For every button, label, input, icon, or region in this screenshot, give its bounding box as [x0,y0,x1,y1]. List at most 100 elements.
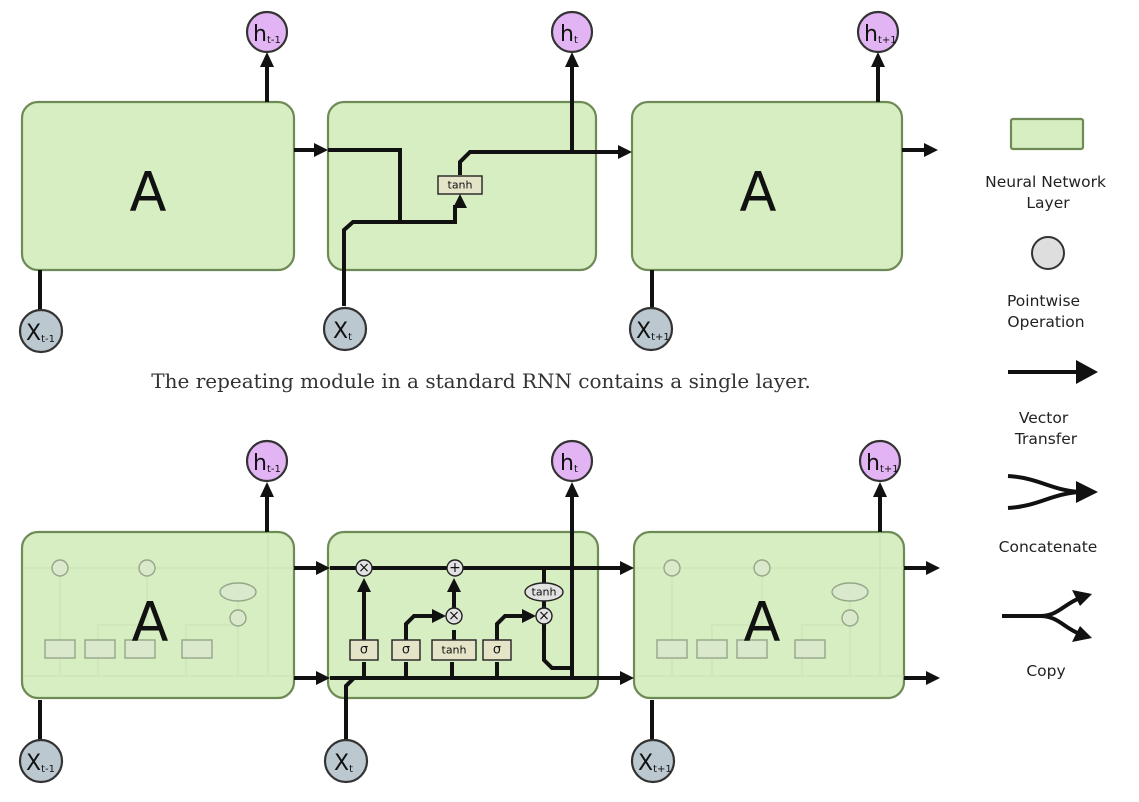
svg-text:ht: ht [560,451,578,476]
svg-text:ht-1: ht-1 [253,22,281,47]
rnn-x-curr-main: X [333,319,348,344]
lstm-x-next-node [630,738,676,784]
lstm-h-prev-sub: t-1 [267,464,281,475]
svg-text:Xt-1: Xt-1 [26,751,55,776]
rnn-x-prev-node [18,308,64,354]
lstm-cell-next [632,530,906,700]
rnn-h-prev-sub: t-1 [267,35,281,46]
rnn-cell-prev [20,100,296,272]
lstm-prev-ghost-internals [24,532,294,677]
lstm-arrowheads [260,482,940,685]
rnn-h-prev-node [245,10,289,54]
lstm-output-gate [482,639,512,661]
legend-layer-line1: Neural Network [985,173,1106,191]
rnn-h-next-sub: t+1 [878,35,897,46]
lstm-h-prev-main: h [253,451,267,476]
svg-text:Xt: Xt [333,319,352,344]
legend: Neural Network Layer Pointwise Operation… [985,117,1111,680]
svg-text:Vector Transfer: Vector Transfer [1014,409,1078,448]
lstm-input-gate [391,639,421,661]
lstm-h-next-node [858,439,902,483]
lstm-h-curr-main: h [560,451,574,476]
lstm-x-prev-node [18,738,64,784]
rnn-cell-next-label: A [740,161,777,224]
lstm-input-multiply-symbol: × [448,608,460,624]
lstm-output-tanh [524,582,564,602]
lstm-next-ghost-internals [636,532,904,677]
rnn-cell-prev-label: A [130,161,167,224]
legend-vector-line2: Transfer [1014,430,1078,448]
lstm-h-prev-node [245,439,289,483]
lstm-forget-gate-label: σ [360,643,368,658]
rnn-h-next-node [856,10,900,54]
lstm-cell-next-label: A [744,591,781,654]
lstm-h-next-sub: t+1 [880,464,899,475]
rnn-x-prev-sub: t-1 [41,334,55,345]
rnn-caption: The repeating module in a standard RNN c… [151,369,810,393]
lstm-x-next-sub: t+1 [653,764,672,775]
lstm-forget-multiply [355,559,373,577]
lstm-cell-add-symbol: + [449,560,461,576]
legend-pointwise-line1: Pointwise [1007,292,1080,310]
lstm-output-multiply [535,607,553,625]
rnn-x-next-node [628,306,674,352]
lstm-cell-add [446,559,464,577]
lstm-h-next-main: h [866,451,880,476]
lstm-forget-multiply-symbol: × [358,560,370,576]
svg-text:Xt+1: Xt+1 [638,751,672,776]
legend-layer-swatch [1009,117,1085,151]
lstm-x-prev-main: X [26,751,41,776]
lstm-h-curr-node [550,439,594,483]
svg-text:ht+1: ht+1 [866,451,899,476]
rnn-x-curr-sub: t [348,332,352,343]
lstm-cell-current [326,530,600,700]
rnn-h-curr-node [550,10,594,54]
svg-text:Pointwise Operation: Pointwise Operation [1007,292,1085,331]
rnn-tanh-layer [437,175,483,195]
rnn-h-next-main: h [864,22,878,47]
legend-vector-transfer-icon [1008,360,1098,384]
lstm-wires [38,496,926,748]
lstm-x-next-main: X [638,751,653,776]
rnn-x-curr-node [322,306,368,352]
svg-text:ht+1: ht+1 [864,22,897,47]
lstm-row: A A [18,439,940,784]
rnn-wires [38,65,926,320]
svg-text:Xt-1: Xt-1 [26,321,55,346]
lstm-output-gate-label: σ [493,643,501,658]
lstm-input-multiply [445,607,463,625]
lstm-x-prev-sub: t-1 [41,764,55,775]
lstm-cell-prev [20,530,296,700]
rnn-arrowheads [260,52,938,208]
lstm-x-curr-node [323,738,369,784]
svg-text:ht: ht [560,22,578,47]
lstm-output-tanh-label: tanh [532,586,557,599]
rnn-h-curr-main: h [560,22,574,47]
rnn-h-curr-sub: t [574,35,578,46]
legend-copy-icon [1002,590,1092,642]
legend-pointwise-line2: Operation [1007,313,1084,331]
legend-pointwise-swatch [1031,236,1065,270]
rnn-x-next-sub: t+1 [651,332,670,343]
svg-text:Neural Network Layer: Neural Network Layer [985,173,1111,212]
lstm-output-multiply-symbol: × [538,608,550,624]
lstm-forget-gate [349,639,379,661]
lstm-h-curr-sub: t [574,464,578,475]
rnn-h-prev-main: h [253,22,267,47]
lstm-candidate-layer [431,639,477,661]
lstm-cell-prev-label: A [132,591,169,654]
rnn-tanh-label: tanh [448,179,473,192]
lstm-x-curr-main: X [334,751,349,776]
legend-concatenate-icon [1007,474,1098,510]
legend-concatenate-label: Concatenate [999,538,1098,556]
rnn-x-next-main: X [636,319,651,344]
lstm-candidate-label: tanh [442,644,467,657]
lstm-input-gate-label: σ [402,643,410,658]
legend-vector-line1: Vector [1019,409,1069,427]
legend-layer-line2: Layer [1026,194,1070,212]
svg-text:ht-1: ht-1 [253,451,281,476]
legend-copy-label: Copy [1026,662,1065,680]
svg-text:Xt+1: Xt+1 [636,319,670,344]
rnn-row: A A tanh ht-1 [18,10,938,354]
